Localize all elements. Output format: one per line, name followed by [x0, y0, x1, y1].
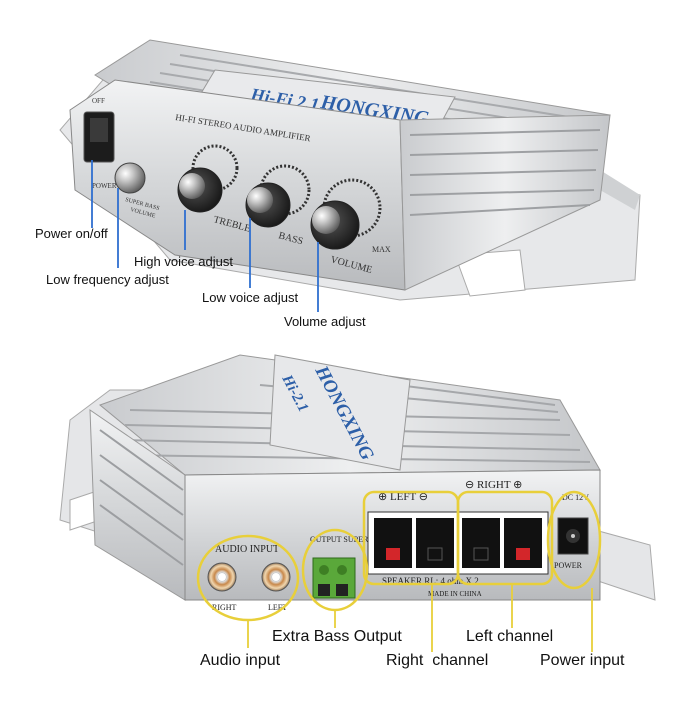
callout-high-voice: High voice adjust	[134, 254, 233, 269]
rca-right-label: RIGHT	[212, 603, 237, 612]
bottom-callout-lines	[247, 584, 593, 652]
right-speaker-panel-label: ⊖ RIGHT ⊕	[465, 479, 522, 491]
callout-low-voice: Low voice adjust	[202, 290, 299, 305]
top-switch-label: OFF	[92, 97, 105, 105]
power-panel-label: POWER	[554, 561, 583, 570]
rca-left-label: LEFT	[268, 603, 287, 612]
callout-volume: Volume adjust	[284, 314, 366, 329]
bottom-amplifier: Hi-2.1 HONGXING AUDIO INPUT RIGHT LEFT O…	[59, 354, 656, 612]
audio-input-panel-label: AUDIO INPUT	[215, 544, 279, 555]
top-callout-lines	[91, 160, 319, 312]
callout-power-input: Power input	[540, 652, 625, 669]
dc-label: DC 12V	[562, 493, 589, 502]
top-label-power: POWER	[92, 182, 117, 190]
output-superbass-label: OUTPUT SUPERBASS	[310, 535, 388, 544]
callout-left-channel: Left channel	[466, 628, 554, 645]
left-speaker-panel-label: ⊕ LEFT ⊖	[378, 491, 428, 503]
callout-low-frequency: Low frequency adjust	[46, 272, 169, 287]
speaker-terminals	[374, 518, 542, 568]
callout-audio-input: Audio input	[200, 652, 281, 669]
callout-right-channel: Right channel	[386, 652, 489, 669]
top-superbass-knob	[114, 162, 146, 194]
made-in-label: MADE IN CHINA	[428, 590, 482, 598]
callout-power: Power on/off	[35, 226, 108, 241]
top-amplifier: Hi-Fi 2.1 HONGXING HI-FI STEREO AUDIO AM…	[59, 39, 641, 301]
top-label-max: MAX	[372, 245, 391, 254]
speaker-rating-label: SPEAKER RL: 4 ohm X 2	[382, 576, 479, 586]
callout-extra-bass: Extra Bass Output	[272, 628, 402, 645]
